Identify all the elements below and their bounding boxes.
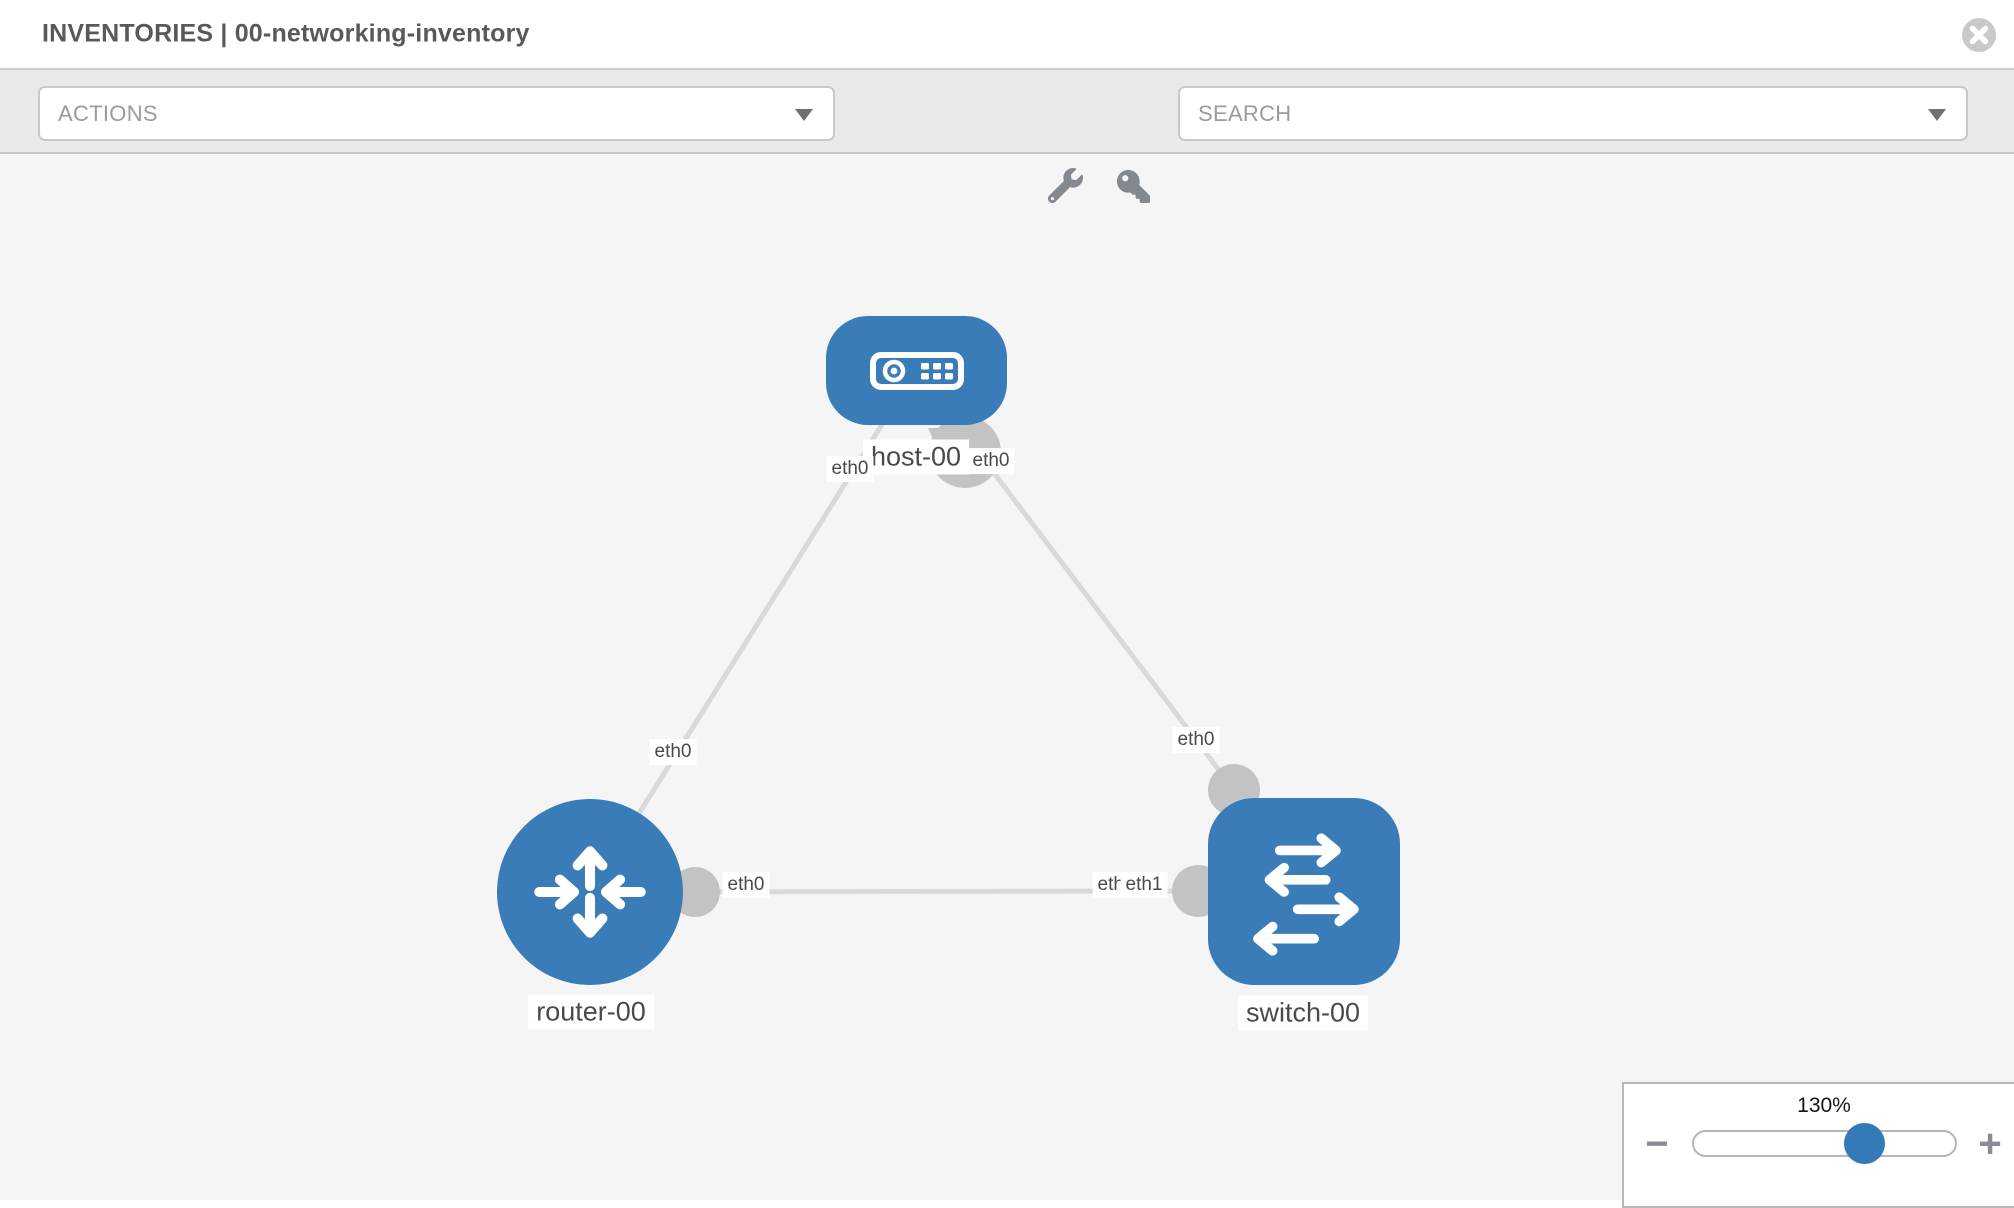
node-host-00[interactable] <box>826 316 1007 425</box>
zoom-panel: 130% − + <box>1622 1082 2014 1208</box>
search-dropdown-label: SEARCH <box>1198 100 1292 126</box>
actions-dropdown[interactable]: ACTIONS <box>38 86 835 141</box>
zoom-in-button[interactable]: + <box>1978 1122 2002 1166</box>
host-icon <box>869 351 964 390</box>
node-switch-00[interactable] <box>1208 798 1400 985</box>
search-dropdown[interactable]: SEARCH <box>1178 86 1968 141</box>
iface-label-host-to-switch: eth0 <box>967 448 1015 474</box>
zoom-out-button[interactable]: − <box>1645 1122 1669 1166</box>
node-label-switch: switch-00 <box>1237 995 1369 1031</box>
page-header: INVENTORIES | 00-networking-inventory <box>0 0 2014 70</box>
node-label-host: host-00 <box>862 439 970 475</box>
wrench-icon[interactable] <box>1048 168 1083 203</box>
iface-label-host-to-router: eth0 <box>826 456 874 482</box>
key-icon[interactable] <box>1117 170 1150 203</box>
zoom-slider-thumb[interactable] <box>1844 1123 1885 1164</box>
page-title: INVENTORIES | 00-networking-inventory <box>42 19 530 48</box>
actions-dropdown-label: ACTIONS <box>58 100 158 126</box>
chevron-down-icon <box>795 108 813 121</box>
topology-canvas[interactable] <box>0 154 2014 1200</box>
iface-label-router-to-switch: eth0 <box>722 872 770 898</box>
router-right-connector <box>670 867 720 917</box>
zoom-slider-track[interactable] <box>1692 1130 1957 1157</box>
node-router-00[interactable] <box>497 799 683 985</box>
chevron-down-icon <box>1928 108 1946 121</box>
router-icon <box>534 846 646 938</box>
toolbar: ACTIONS SEARCH <box>0 70 2014 203</box>
iface-label-switch-to-router: eth1 <box>1120 872 1168 898</box>
node-label-router: router-00 <box>528 994 654 1030</box>
iface-label-router-from-host: eth0 <box>649 739 697 765</box>
switch-icon <box>1253 832 1359 956</box>
close-icon[interactable] <box>1961 17 1997 53</box>
zoom-level-value: 130% <box>1797 1094 1851 1117</box>
iface-label-switch-from-host: eth0 <box>1172 727 1220 753</box>
